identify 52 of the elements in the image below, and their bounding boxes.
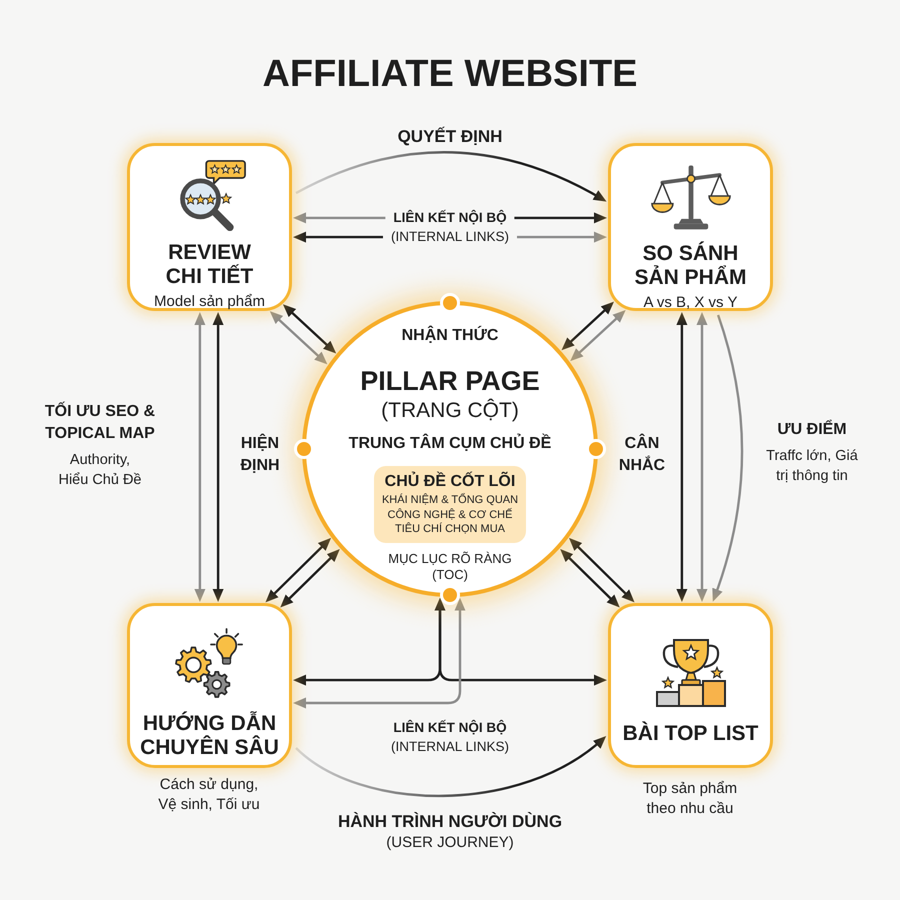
content-card bbox=[608, 143, 773, 311]
double-arrow bbox=[265, 538, 332, 602]
card-title: HƯỚNG DẪN CHUYÊN SÂU bbox=[139, 712, 280, 760]
edge-label: LIÊN KẾT NỘI BỘ bbox=[385, 210, 515, 226]
double-arrow bbox=[270, 311, 328, 364]
content-card bbox=[608, 603, 773, 768]
pillar-title: PILLAR PAGE bbox=[360, 366, 540, 396]
link-caption: (INTERNAL LINKS) bbox=[390, 738, 510, 756]
side-note: Traffc lớn, Giá trị thông tin bbox=[765, 447, 859, 486]
double-arrow bbox=[696, 312, 708, 602]
curved-arrow bbox=[712, 314, 744, 602]
stage-label: CÂN NHẮC bbox=[618, 433, 666, 476]
double-arrow bbox=[212, 312, 224, 602]
content-card bbox=[127, 143, 292, 311]
double-arrow bbox=[562, 302, 614, 350]
double-arrow bbox=[568, 538, 635, 602]
edge-label: HÀNH TRÌNH NGƯỜI DÙNG (USER JOURNEY) bbox=[336, 811, 564, 853]
elbow-double-arrow bbox=[434, 598, 607, 686]
panel-item: CÔNG NGHỆ & CƠ CHẾ bbox=[388, 508, 512, 522]
side-heading: TỐI ƯU SEO & TOPICAL MAP bbox=[44, 401, 156, 444]
curved-arrow bbox=[295, 151, 607, 202]
curved-arrow bbox=[295, 736, 606, 798]
elbow-double-arrow bbox=[293, 598, 466, 708]
double-arrow bbox=[676, 312, 688, 602]
side-heading: ƯU ĐIỂM bbox=[777, 419, 847, 440]
card-title: BÀI TOP LIST bbox=[622, 722, 758, 746]
card-subtitle: A vs B, X vs Y bbox=[644, 293, 738, 312]
diagram-title: AFFILIATE WEBSITE bbox=[262, 52, 638, 96]
double-arrow bbox=[280, 549, 340, 608]
panel-item: TIÊU CHÍ CHỌN MUA bbox=[395, 522, 505, 536]
link-caption: LIÊN KẾT NỘI BỘ bbox=[393, 719, 507, 737]
content-card bbox=[127, 603, 292, 768]
double-arrow bbox=[570, 310, 626, 362]
stage-label: NHẬN THỨC bbox=[402, 326, 498, 346]
card-title: SO SÁNH SẢN PHẨM bbox=[633, 242, 748, 290]
panel-item: KHÁI NIỆM & TỔNG QUAN bbox=[382, 493, 518, 508]
double-arrow bbox=[282, 304, 336, 354]
side-note: Authority, Hiểu Chủ Đề bbox=[57, 451, 142, 490]
double-arrow bbox=[560, 549, 620, 608]
panel-heading: CHỦ ĐỀ CỐT LÕI bbox=[384, 472, 516, 491]
card-title: REVIEW CHI TIẾT bbox=[164, 241, 254, 289]
toc-label: MỤC LỤC RÕ RÀNG (TOC) bbox=[387, 550, 513, 582]
pillar-subtitle: (TRANG CỘT) bbox=[381, 399, 519, 423]
topic-panel bbox=[374, 466, 526, 542]
edge-label: (INTERNAL LINKS) bbox=[382, 229, 518, 245]
card-caption: Top sản phẩm theo nhu cầu bbox=[642, 779, 738, 819]
edge-label: QUYẾT ĐỊNH bbox=[396, 127, 504, 147]
card-caption: Cách sử dụng, Vệ sinh, Tối ưu bbox=[157, 775, 261, 815]
stage-label: HIỆN ĐỊNH bbox=[239, 433, 281, 476]
double-arrow bbox=[194, 312, 206, 602]
card-subtitle: Model sản phẩm bbox=[154, 292, 265, 311]
hub-heading: TRUNG TÂM CỤM CHỦ ĐỀ bbox=[348, 434, 552, 454]
